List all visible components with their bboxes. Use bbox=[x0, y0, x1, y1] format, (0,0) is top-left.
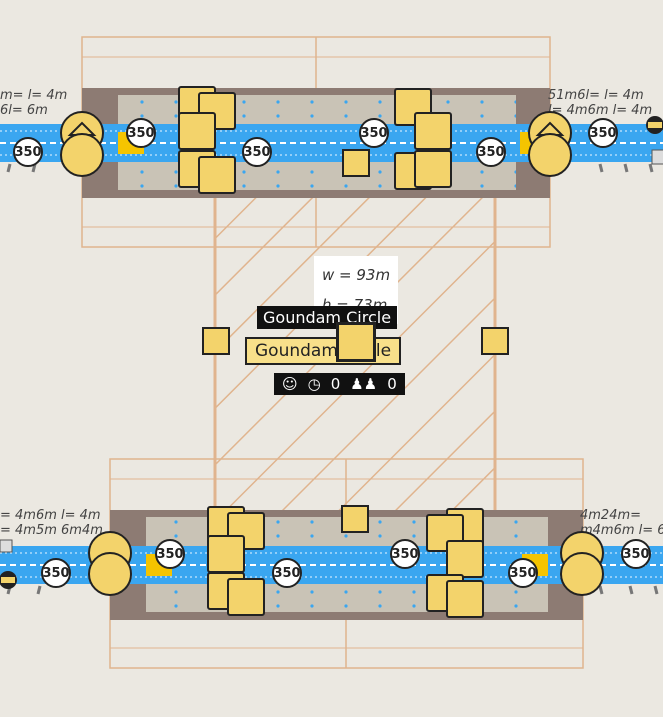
lock-icon[interactable] bbox=[178, 112, 216, 150]
lock-icon[interactable] bbox=[414, 150, 452, 188]
lock-icon[interactable] bbox=[446, 540, 484, 578]
lock-icon[interactable] bbox=[88, 552, 132, 596]
speed-limit-sign[interactable]: 350 bbox=[126, 118, 156, 148]
speed-limit-sign[interactable]: 350 bbox=[13, 137, 43, 167]
move-handle-icon[interactable] bbox=[202, 327, 230, 355]
face-icon: ☺ bbox=[282, 375, 298, 393]
speed-limit-sign[interactable]: 350 bbox=[41, 558, 71, 588]
lock-icon[interactable] bbox=[528, 133, 572, 177]
clock-icon: ◷ bbox=[307, 375, 321, 393]
speed-limit-sign[interactable]: 350 bbox=[390, 539, 420, 569]
lane-label: 6l= 6m bbox=[0, 103, 48, 118]
lock-icon[interactable] bbox=[207, 535, 245, 573]
lock-icon[interactable] bbox=[446, 580, 484, 618]
speed-limit-sign[interactable]: 350 bbox=[242, 137, 272, 167]
lock-icon[interactable] bbox=[426, 514, 464, 552]
node-name-button[interactable]: Goundam Circle bbox=[245, 337, 402, 365]
lane-label: 4m24m= bbox=[580, 508, 642, 523]
lane-label: m= l= 4m bbox=[0, 88, 68, 103]
speed-limit-sign[interactable]: 350 bbox=[588, 118, 618, 148]
width-label: w = 93m bbox=[322, 266, 391, 284]
people-icon: ♟♟ bbox=[350, 375, 378, 393]
lane-label: = 4m6m l= 4m bbox=[0, 508, 101, 523]
lane-label: m4m6m l= 6m bbox=[580, 523, 663, 538]
speed-limit-sign[interactable]: 350 bbox=[359, 118, 389, 148]
node-name-label: Goundam Circle bbox=[257, 306, 398, 329]
speed-limit-sign[interactable]: 350 bbox=[621, 539, 651, 569]
lock-icon[interactable] bbox=[414, 112, 452, 150]
speed-limit-sign[interactable]: 350 bbox=[476, 137, 506, 167]
speed-limit-sign[interactable]: 350 bbox=[508, 558, 538, 588]
speed-limit-sign[interactable]: 350 bbox=[155, 539, 185, 569]
timer-value: 0 bbox=[330, 375, 341, 393]
people-count: 0 bbox=[387, 375, 397, 393]
lock-icon[interactable] bbox=[198, 156, 236, 194]
move-handle-icon[interactable] bbox=[342, 149, 370, 177]
lock-icon[interactable] bbox=[60, 133, 104, 177]
lock-icon[interactable] bbox=[227, 578, 265, 616]
speed-limit-sign[interactable]: 350 bbox=[272, 558, 302, 588]
lock-icon[interactable] bbox=[560, 552, 604, 596]
lane-label: = 4m5m 6m4m bbox=[0, 523, 103, 538]
lane-label: l= 4m6m l= 4m bbox=[548, 103, 653, 118]
move-handle-icon[interactable] bbox=[481, 327, 509, 355]
node-center-handle[interactable] bbox=[336, 322, 376, 362]
node-stats-bar: ☺ ◷ 0 ♟♟ 0 bbox=[274, 373, 405, 395]
move-handle-icon[interactable] bbox=[341, 505, 369, 533]
lane-label: 51m6l= l= 4m bbox=[548, 88, 644, 103]
